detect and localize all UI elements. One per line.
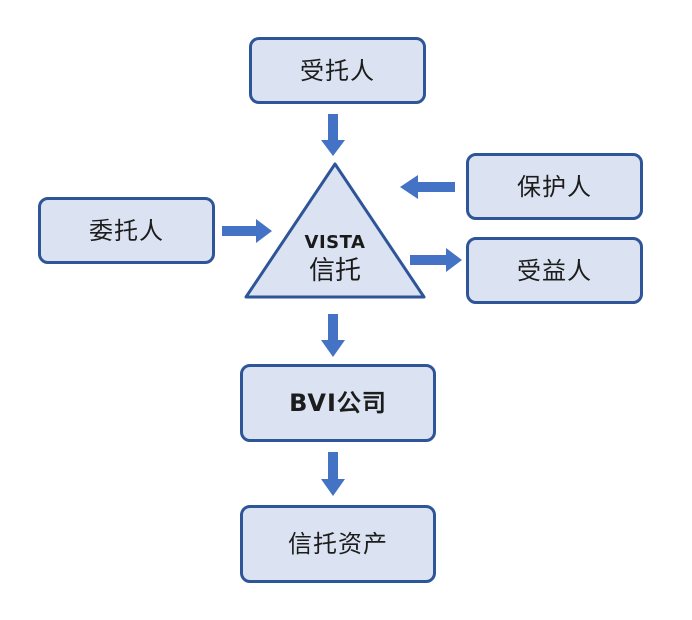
arrow-trustee-to-trust — [321, 114, 345, 156]
settlor-box: 委托人 — [38, 197, 215, 264]
protector-box: 保护人 — [466, 153, 643, 220]
trust-triangle-text: VISTA 信托 — [240, 232, 430, 286]
beneficiary-box: 受益人 — [466, 237, 643, 304]
trust-name-chinese: 信托 — [308, 256, 361, 286]
trust-triangle-shape — [244, 162, 426, 299]
trustee-label: 受托人 — [300, 56, 375, 85]
trustee-box: 受托人 — [249, 37, 426, 104]
trust-assets-label: 信托资产 — [288, 530, 388, 558]
settlor-label: 委托人 — [89, 216, 164, 245]
trust-triangle — [244, 162, 426, 299]
bvi-company-label: BVI公司 — [289, 389, 387, 417]
beneficiary-label: 受益人 — [517, 256, 592, 285]
trust-name-english: VISTA — [304, 232, 366, 253]
arrow-bvi-to-assets — [321, 452, 345, 496]
arrow-trust-to-bvi — [321, 314, 345, 357]
protector-label: 保护人 — [517, 172, 592, 201]
trust-assets-box: 信托资产 — [240, 505, 436, 583]
bvi-company-box: BVI公司 — [240, 364, 436, 442]
